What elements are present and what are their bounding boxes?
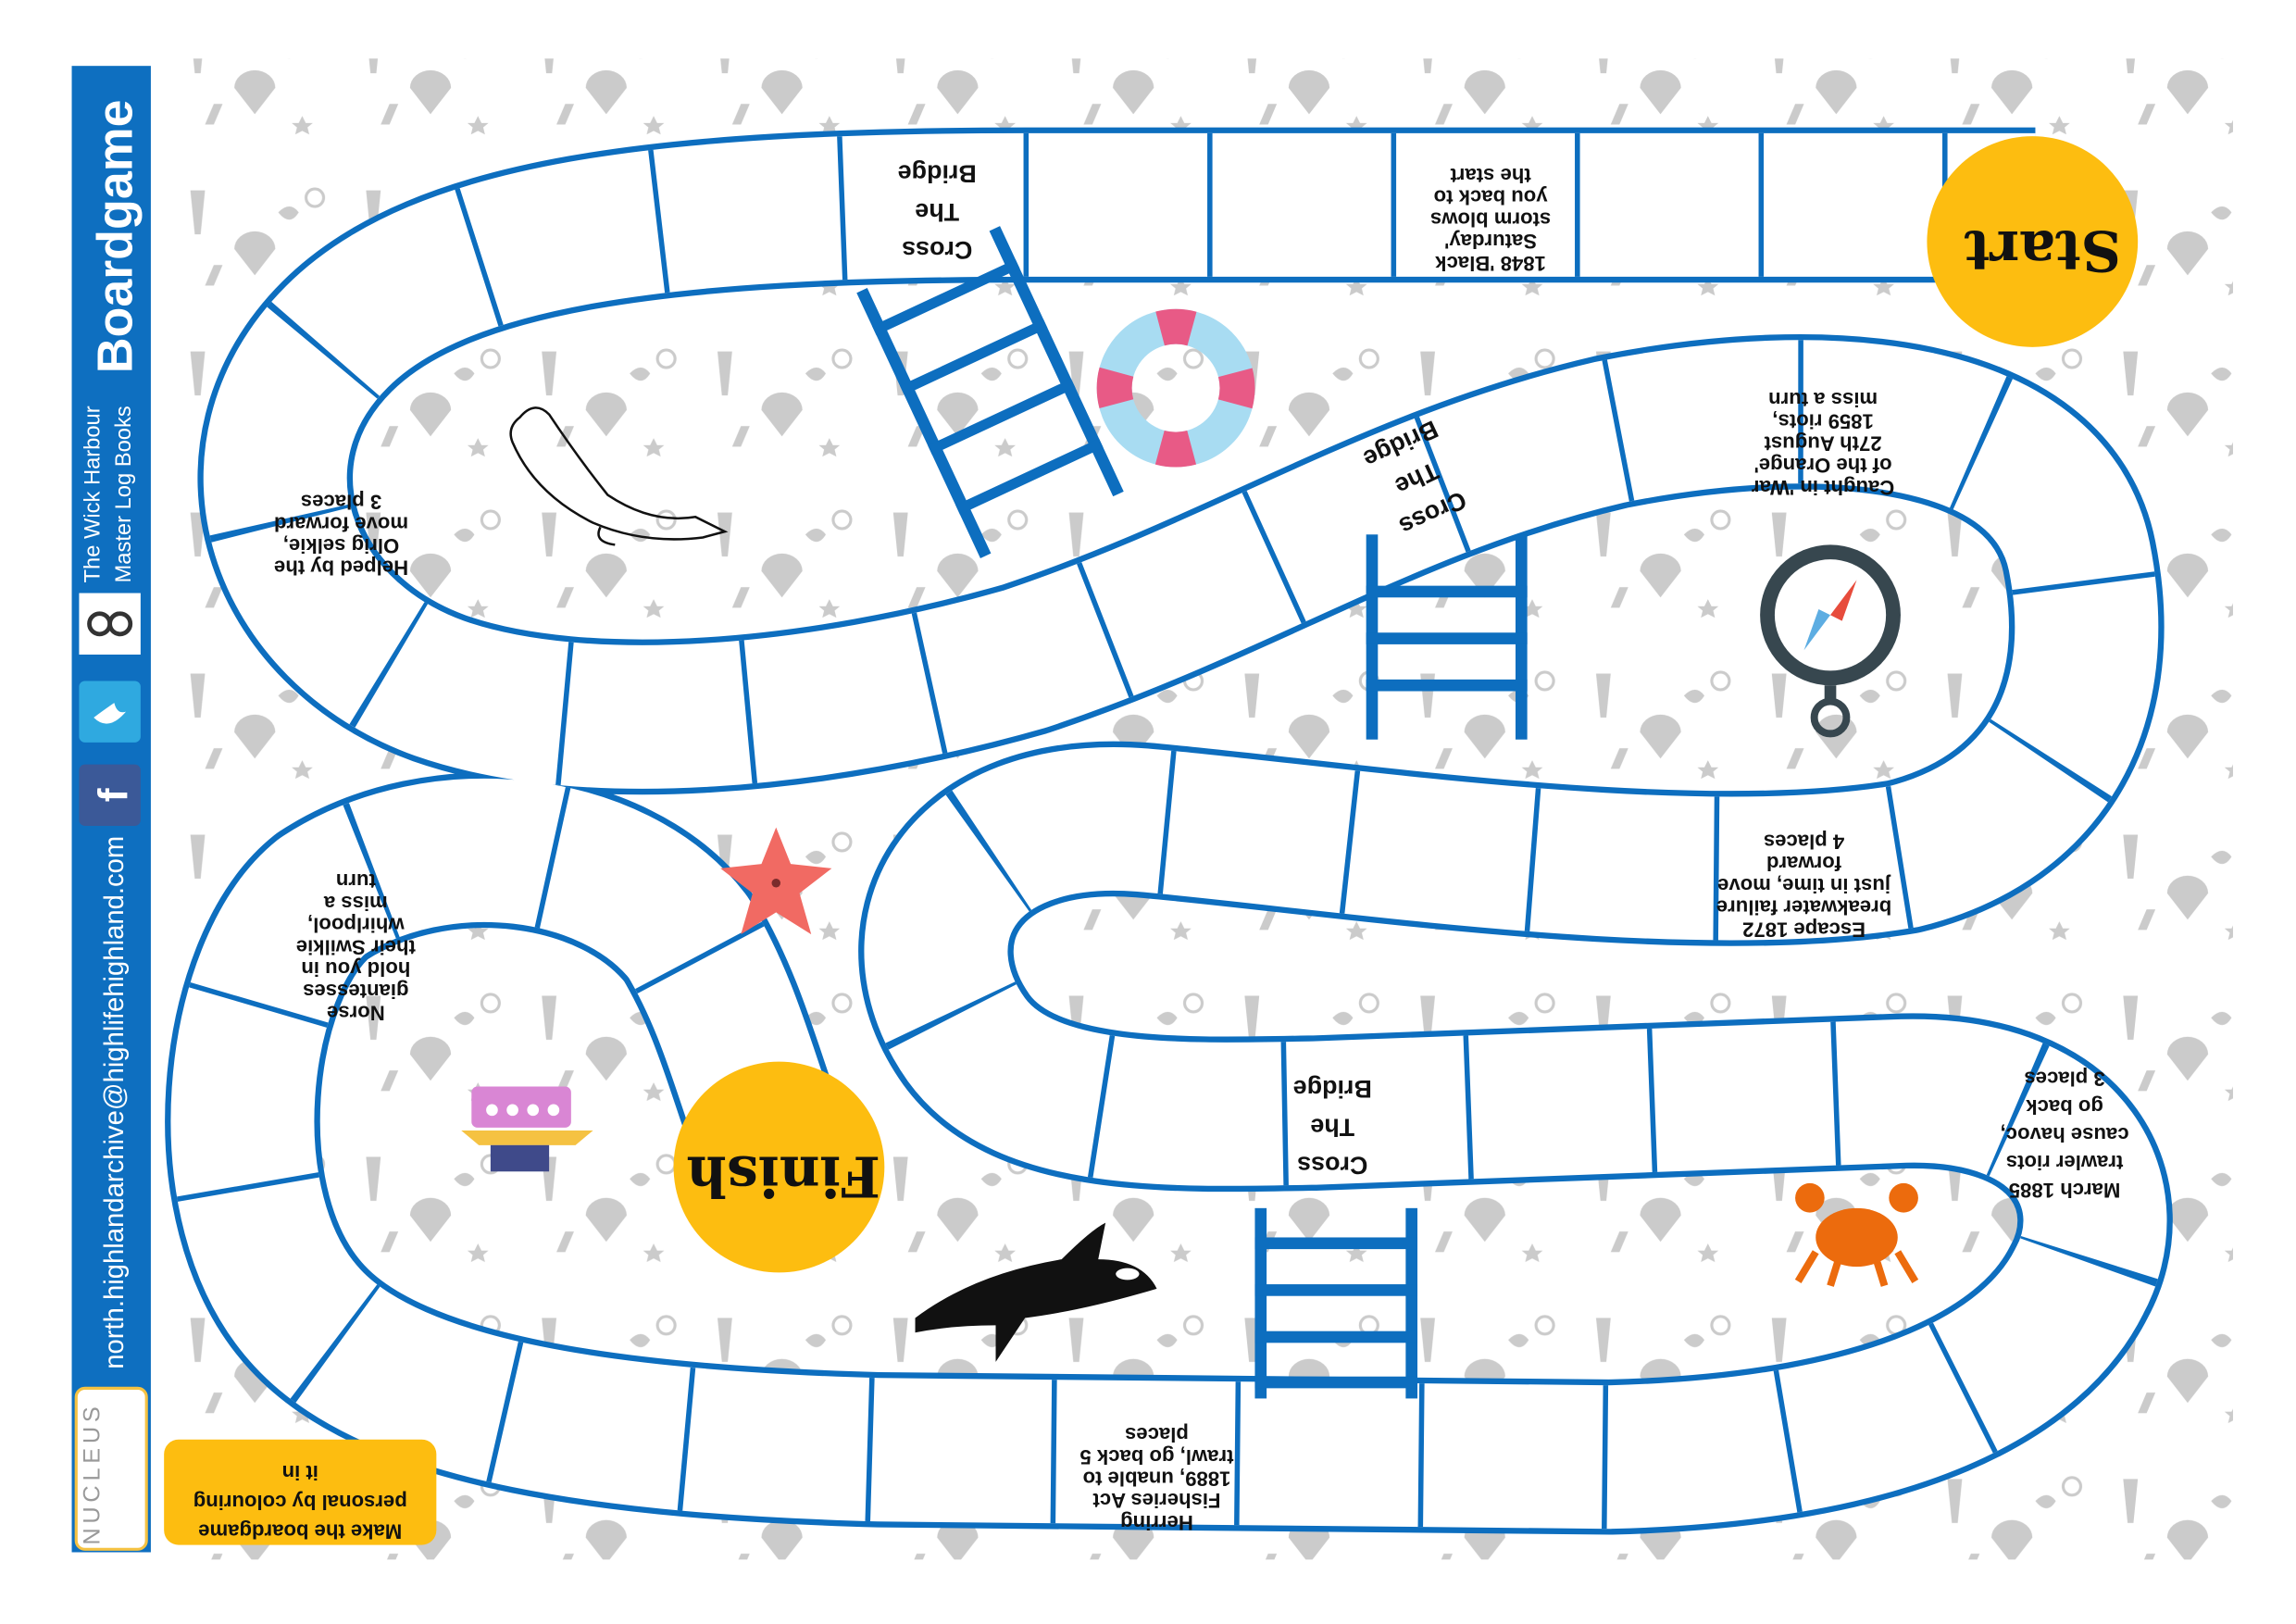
boat-icon xyxy=(461,1086,593,1172)
square-march-1885: March 1885trawler riotscause havoc,go ba… xyxy=(2001,1068,2129,1202)
twitter-icon[interactable] xyxy=(79,681,141,743)
svg-text:Make the boardgamepersonal by: Make the boardgamepersonal by colouringi… xyxy=(193,1461,407,1543)
square-norse-giantesses: Norsegiantesseshold you intheir Swilkiew… xyxy=(296,869,416,1024)
bridge-ladder-1 xyxy=(856,226,1124,559)
colouring-note: Make the boardgamepersonal by colouringi… xyxy=(164,1439,437,1545)
bridge-ladder-2 xyxy=(1366,534,1528,740)
sidebar-subtitle-2: Master Log Books xyxy=(112,406,136,582)
square-war-of-the-orange: Caught in 'Warof the Orange'27th August1… xyxy=(1752,388,1895,499)
nucleus-logo: NUCLEUS xyxy=(74,1386,148,1551)
seal-icon xyxy=(509,406,729,546)
sidebar-title: Boardgame xyxy=(87,100,143,374)
sidebar-subtitle-1: The Wick Harbour xyxy=(81,406,106,582)
bridge-square-1: CrossTheBridge xyxy=(898,160,977,264)
crab-icon xyxy=(1794,1182,1919,1287)
finish-label: Finish xyxy=(686,1143,880,1207)
orca-icon xyxy=(915,1222,1157,1362)
start-label: Start xyxy=(1964,218,2121,282)
sidebar: Boardgame The Wick Harbour Master Log Bo… xyxy=(71,66,151,1553)
square-selkie: Helped by theOlrig selkie,move forward3 … xyxy=(274,491,408,580)
finish-space: Finish xyxy=(673,1061,885,1273)
svg-text:NUCLEUS: NUCLEUS xyxy=(80,1402,106,1544)
starfish-icon xyxy=(720,827,832,935)
tripadvisor-icon[interactable] xyxy=(79,593,141,655)
square-black-saturday: 1848 'BlackSaturday'storm blowsyou back … xyxy=(1430,164,1551,275)
game-track xyxy=(165,127,2173,1535)
start-space: Start xyxy=(1927,136,2139,347)
bridge-ladder-3 xyxy=(1254,1207,1418,1399)
facebook-icon[interactable]: f xyxy=(79,764,141,827)
square-herring-fisheries: HerringFisheries Act1889, unable totrawl… xyxy=(1079,1423,1233,1534)
bridge-square-3: CrossTheBridge xyxy=(1293,1075,1372,1179)
square-escape-1872: Escape 1872breakwater failurejust in tim… xyxy=(1716,831,1891,942)
sidebar-email-link[interactable]: north.highlandarchive@highlifehighland.c… xyxy=(100,836,130,1369)
svg-text:f: f xyxy=(92,788,137,802)
lifebuoy-icon xyxy=(1096,308,1255,468)
compass-icon xyxy=(1760,544,1901,738)
